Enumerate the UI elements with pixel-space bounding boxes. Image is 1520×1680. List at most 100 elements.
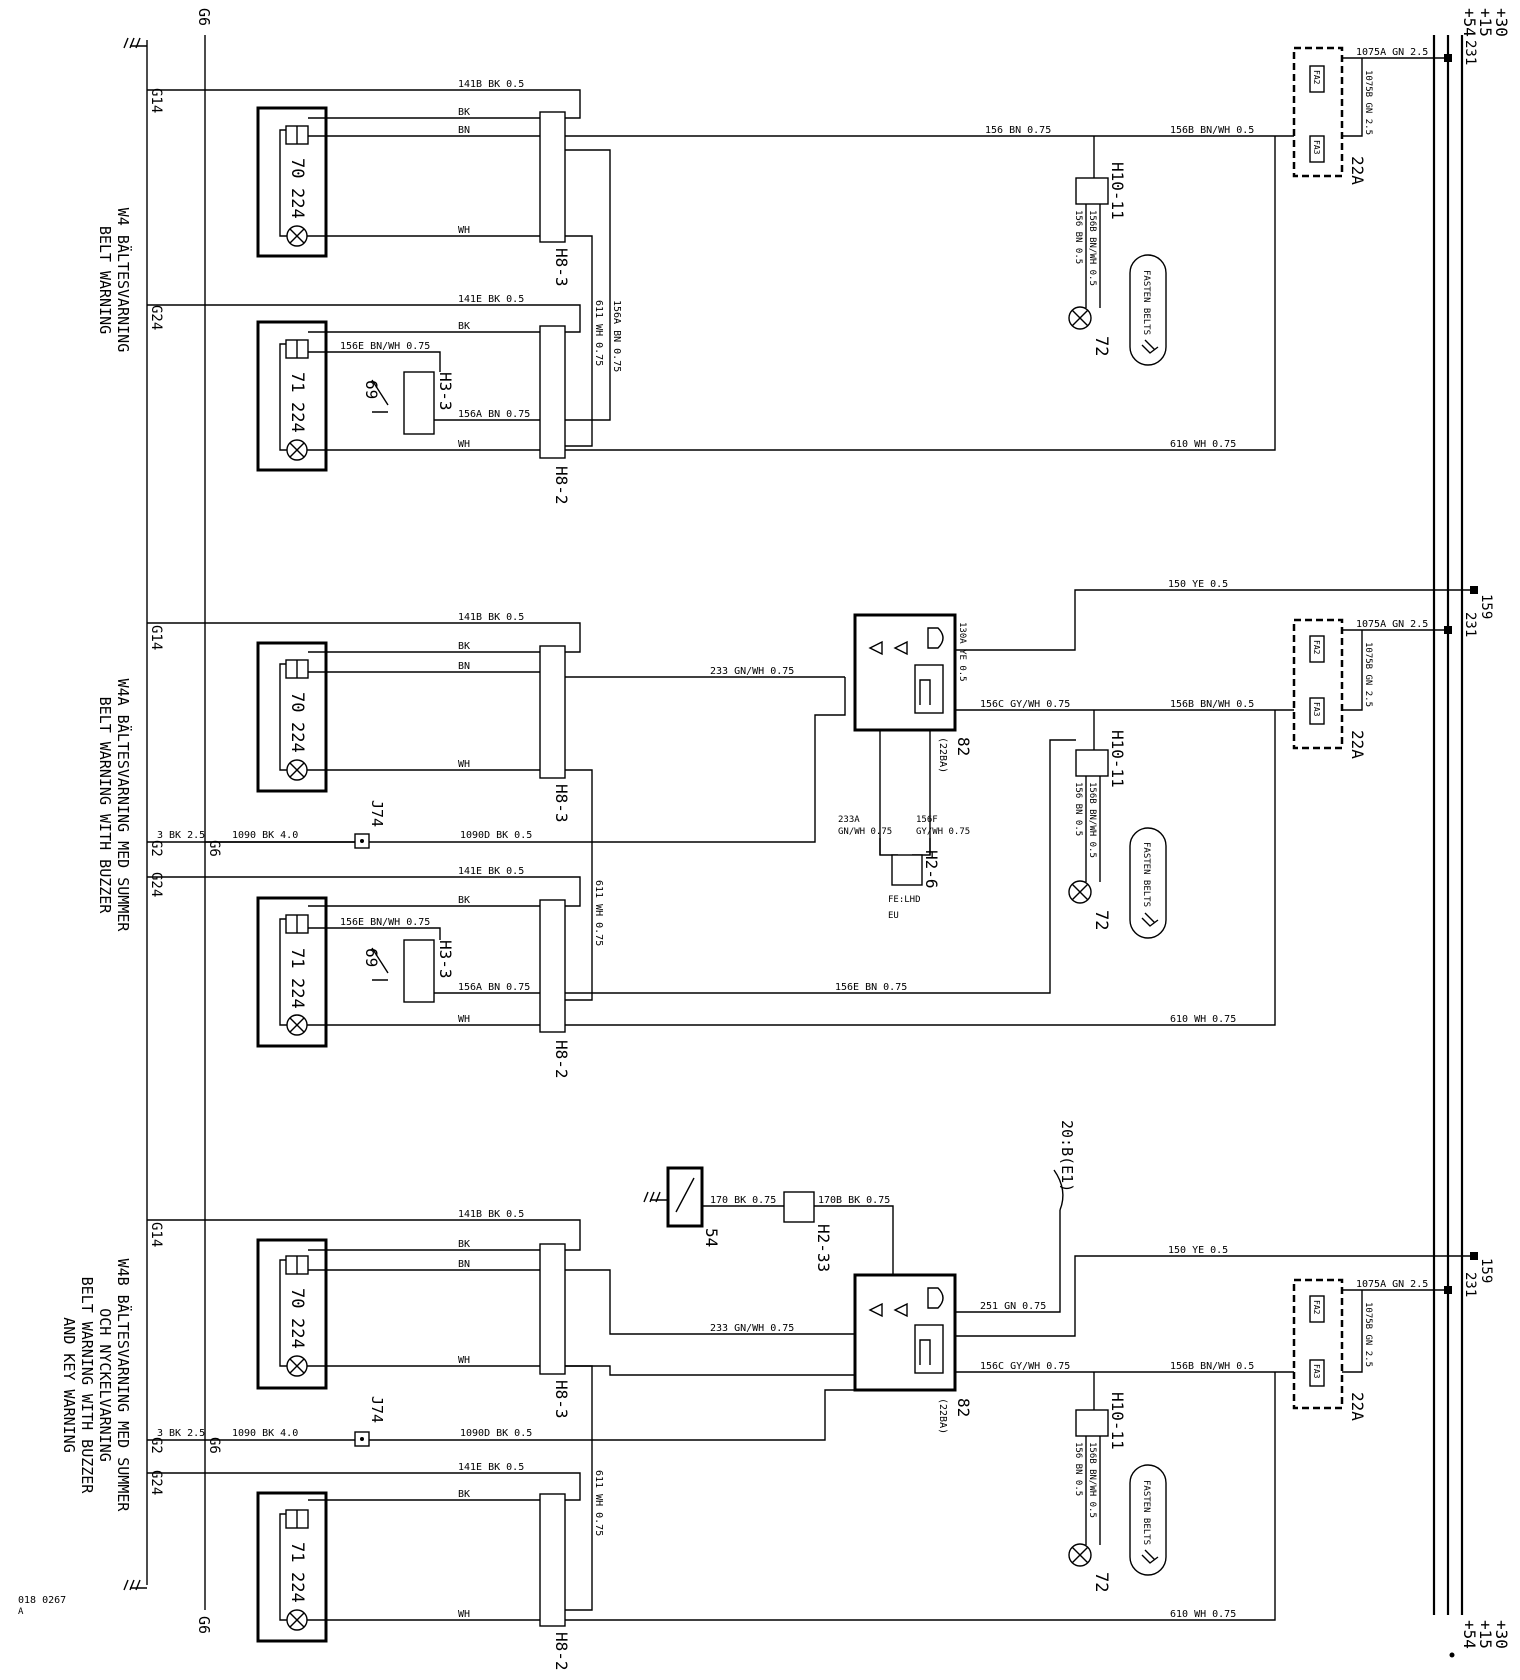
svg-text:G24: G24: [148, 872, 164, 897]
svg-text:156 BN 0.5: 156 BN 0.5: [1073, 210, 1083, 264]
svg-text:BK: BK: [458, 641, 470, 652]
svg-text:WH: WH: [458, 759, 470, 770]
svg-text:BN: BN: [458, 125, 470, 136]
lamp-72-icon: [1068, 880, 1092, 904]
wire-150: [955, 589, 1474, 651]
lamp-72-icon: [1068, 1543, 1092, 1567]
fasten-belts-badge: [1129, 1464, 1167, 1576]
connector-h8-3: [539, 1243, 566, 1375]
component-71: 71: [287, 372, 307, 392]
section-w4a-title-sv: W4A BÄLTESVARNING MED SUMMER: [114, 679, 133, 933]
svg-text:H8-3: H8-3: [552, 784, 571, 823]
wire-156e-bn: [565, 739, 1076, 994]
svg-text:233 GN/WH 0.75: 233 GN/WH 0.75: [710, 1323, 794, 1334]
seat-unit-front: [256, 641, 328, 793]
connector-h3-3: [403, 371, 435, 435]
fasten-belts-badge: [1129, 254, 1167, 366]
svg-text:FA3: FA3: [1312, 1364, 1321, 1379]
svg-text:141B BK 0.5: 141B BK 0.5: [458, 1209, 524, 1220]
buckle-switch-icon: [371, 947, 389, 981]
fuse-fa3: [1309, 1359, 1325, 1387]
svg-text:1090D BK 0.5: 1090D BK 0.5: [460, 1428, 532, 1439]
connector-h8-2: [539, 899, 566, 1033]
section-w4b-title-sv2: OCH NYCKELVARNING: [96, 1308, 114, 1462]
svg-text:G2: G2: [148, 1437, 164, 1454]
lamp-72-icon: [1068, 306, 1092, 330]
seatbelt-icon: [1141, 1549, 1159, 1564]
junction: [1444, 1286, 1452, 1294]
svg-text:BK: BK: [458, 1489, 470, 1500]
svg-text:156F: 156F: [916, 815, 938, 825]
connector-h8-3: [539, 645, 566, 779]
fuse-box-22a-label: 22A: [1348, 156, 1367, 185]
busbar-30-label-bottom: +30: [1492, 1620, 1511, 1649]
svg-text:H8-2: H8-2: [552, 1632, 571, 1671]
wire-610: [565, 1372, 1276, 1621]
svg-text:1090 BK 4.0: 1090 BK 4.0: [232, 1428, 298, 1439]
connector-h8-2: [539, 1493, 566, 1627]
svg-text:141B BK 0.5: 141B BK 0.5: [458, 612, 524, 623]
svg-text:1075A GN 2.5: 1075A GN 2.5: [1356, 619, 1428, 630]
svg-text:156E BN/WH 0.75: 156E BN/WH 0.75: [340, 341, 430, 352]
seat-unit-rear: [256, 896, 328, 1048]
svg-text:BK: BK: [458, 107, 470, 118]
wire-141b-label: 141B BK 0.5: [458, 79, 524, 90]
section-w4b-title-en: BELT WARNING WITH BUZZER: [78, 1277, 96, 1495]
svg-text:170B BK 0.75: 170B BK 0.75: [818, 1195, 890, 1206]
fuse-fa2: [1309, 65, 1325, 93]
svg-text:156B BN/WH 0.5: 156B BN/WH 0.5: [1087, 782, 1097, 858]
svg-text:FA2: FA2: [1312, 70, 1321, 85]
buckle-switch-label: 69: [362, 380, 381, 399]
svg-text:FA3: FA3: [1312, 702, 1321, 717]
g6-label-bottom: G6: [195, 1616, 213, 1634]
svg-text:1090 BK 4.0: 1090 BK 4.0: [232, 830, 298, 841]
svg-text:FA2: FA2: [1312, 1300, 1321, 1315]
seatbelt-icon: [1141, 339, 1159, 354]
svg-text:224: 224: [287, 978, 307, 1009]
svg-text:233 GN/WH 0.75: 233 GN/WH 0.75: [710, 666, 794, 677]
svg-text:141E BK 0.5: 141E BK 0.5: [458, 866, 524, 877]
diagram-code: 018 0267: [18, 1595, 66, 1606]
svg-text:231: 231: [1462, 612, 1478, 637]
junction: [1444, 626, 1452, 634]
svg-text:170 BK 0.75: 170 BK 0.75: [710, 1195, 776, 1206]
section-w4a: W4A BÄLTESVARNING MED SUMMER BELT WARNIN…: [96, 579, 1494, 1079]
svg-text:156A BN 0.75: 156A BN 0.75: [458, 982, 530, 993]
connector-h8-3: [539, 111, 566, 243]
svg-text:H3-3: H3-3: [436, 940, 455, 979]
svg-text:WH: WH: [458, 1609, 470, 1620]
svg-text:BK: BK: [458, 321, 470, 332]
fuse-fa3: [1309, 697, 1325, 725]
busbar-15-label-top: +15: [1476, 8, 1495, 37]
svg-text:WH: WH: [458, 1014, 470, 1025]
svg-text:H10-11: H10-11: [1108, 1392, 1127, 1450]
svg-text:FASTEN BELTS: FASTEN BELTS: [1141, 842, 1151, 907]
connector-h8-3-label: H8-3: [552, 248, 571, 287]
svg-text:224: 224: [287, 1318, 307, 1349]
wire-233: [565, 1269, 855, 1335]
svg-text:156 BN 0.5: 156 BN 0.5: [1073, 782, 1083, 836]
busbars: +30 +15 +54 +30 +15 +54: [1432, 8, 1511, 1658]
svg-text:611 WH 0.75: 611 WH 0.75: [593, 880, 604, 946]
svg-text:1075A GN 2.5: 1075A GN 2.5: [1356, 1279, 1428, 1290]
svg-text:150 YE 0.5: 150 YE 0.5: [1168, 579, 1228, 590]
dot-mark: [1449, 1652, 1455, 1658]
wire-1090d-path: [205, 677, 846, 843]
ground-icon-key: [643, 1191, 668, 1203]
svg-text:82: 82: [954, 737, 973, 756]
lamp-72-label: 72: [1091, 336, 1111, 356]
svg-text:1075A GN 2.5: 1075A GN 2.5: [1356, 47, 1428, 58]
svg-text:82: 82: [954, 1398, 973, 1417]
section-w4b-title-sv: W4B BÄLTESVARNING MED SUMMER: [114, 1259, 133, 1513]
junction: [1444, 54, 1452, 62]
seat-unit-front: [256, 106, 328, 258]
fuse-box-22a: [1292, 1278, 1344, 1410]
connector-h10-11: [1075, 1409, 1109, 1437]
busbar-54-label-top: +54: [1460, 8, 1479, 37]
section-w4-title-sv: W4 BÄLTESVARNING: [114, 208, 133, 353]
svg-text:1075B GN 2.5: 1075B GN 2.5: [1363, 70, 1373, 135]
connector-h2-6: [891, 854, 923, 886]
svg-text:FA3: FA3: [1312, 140, 1321, 155]
svg-text:156B BN/WH 0.5: 156B BN/WH 0.5: [1170, 699, 1254, 710]
